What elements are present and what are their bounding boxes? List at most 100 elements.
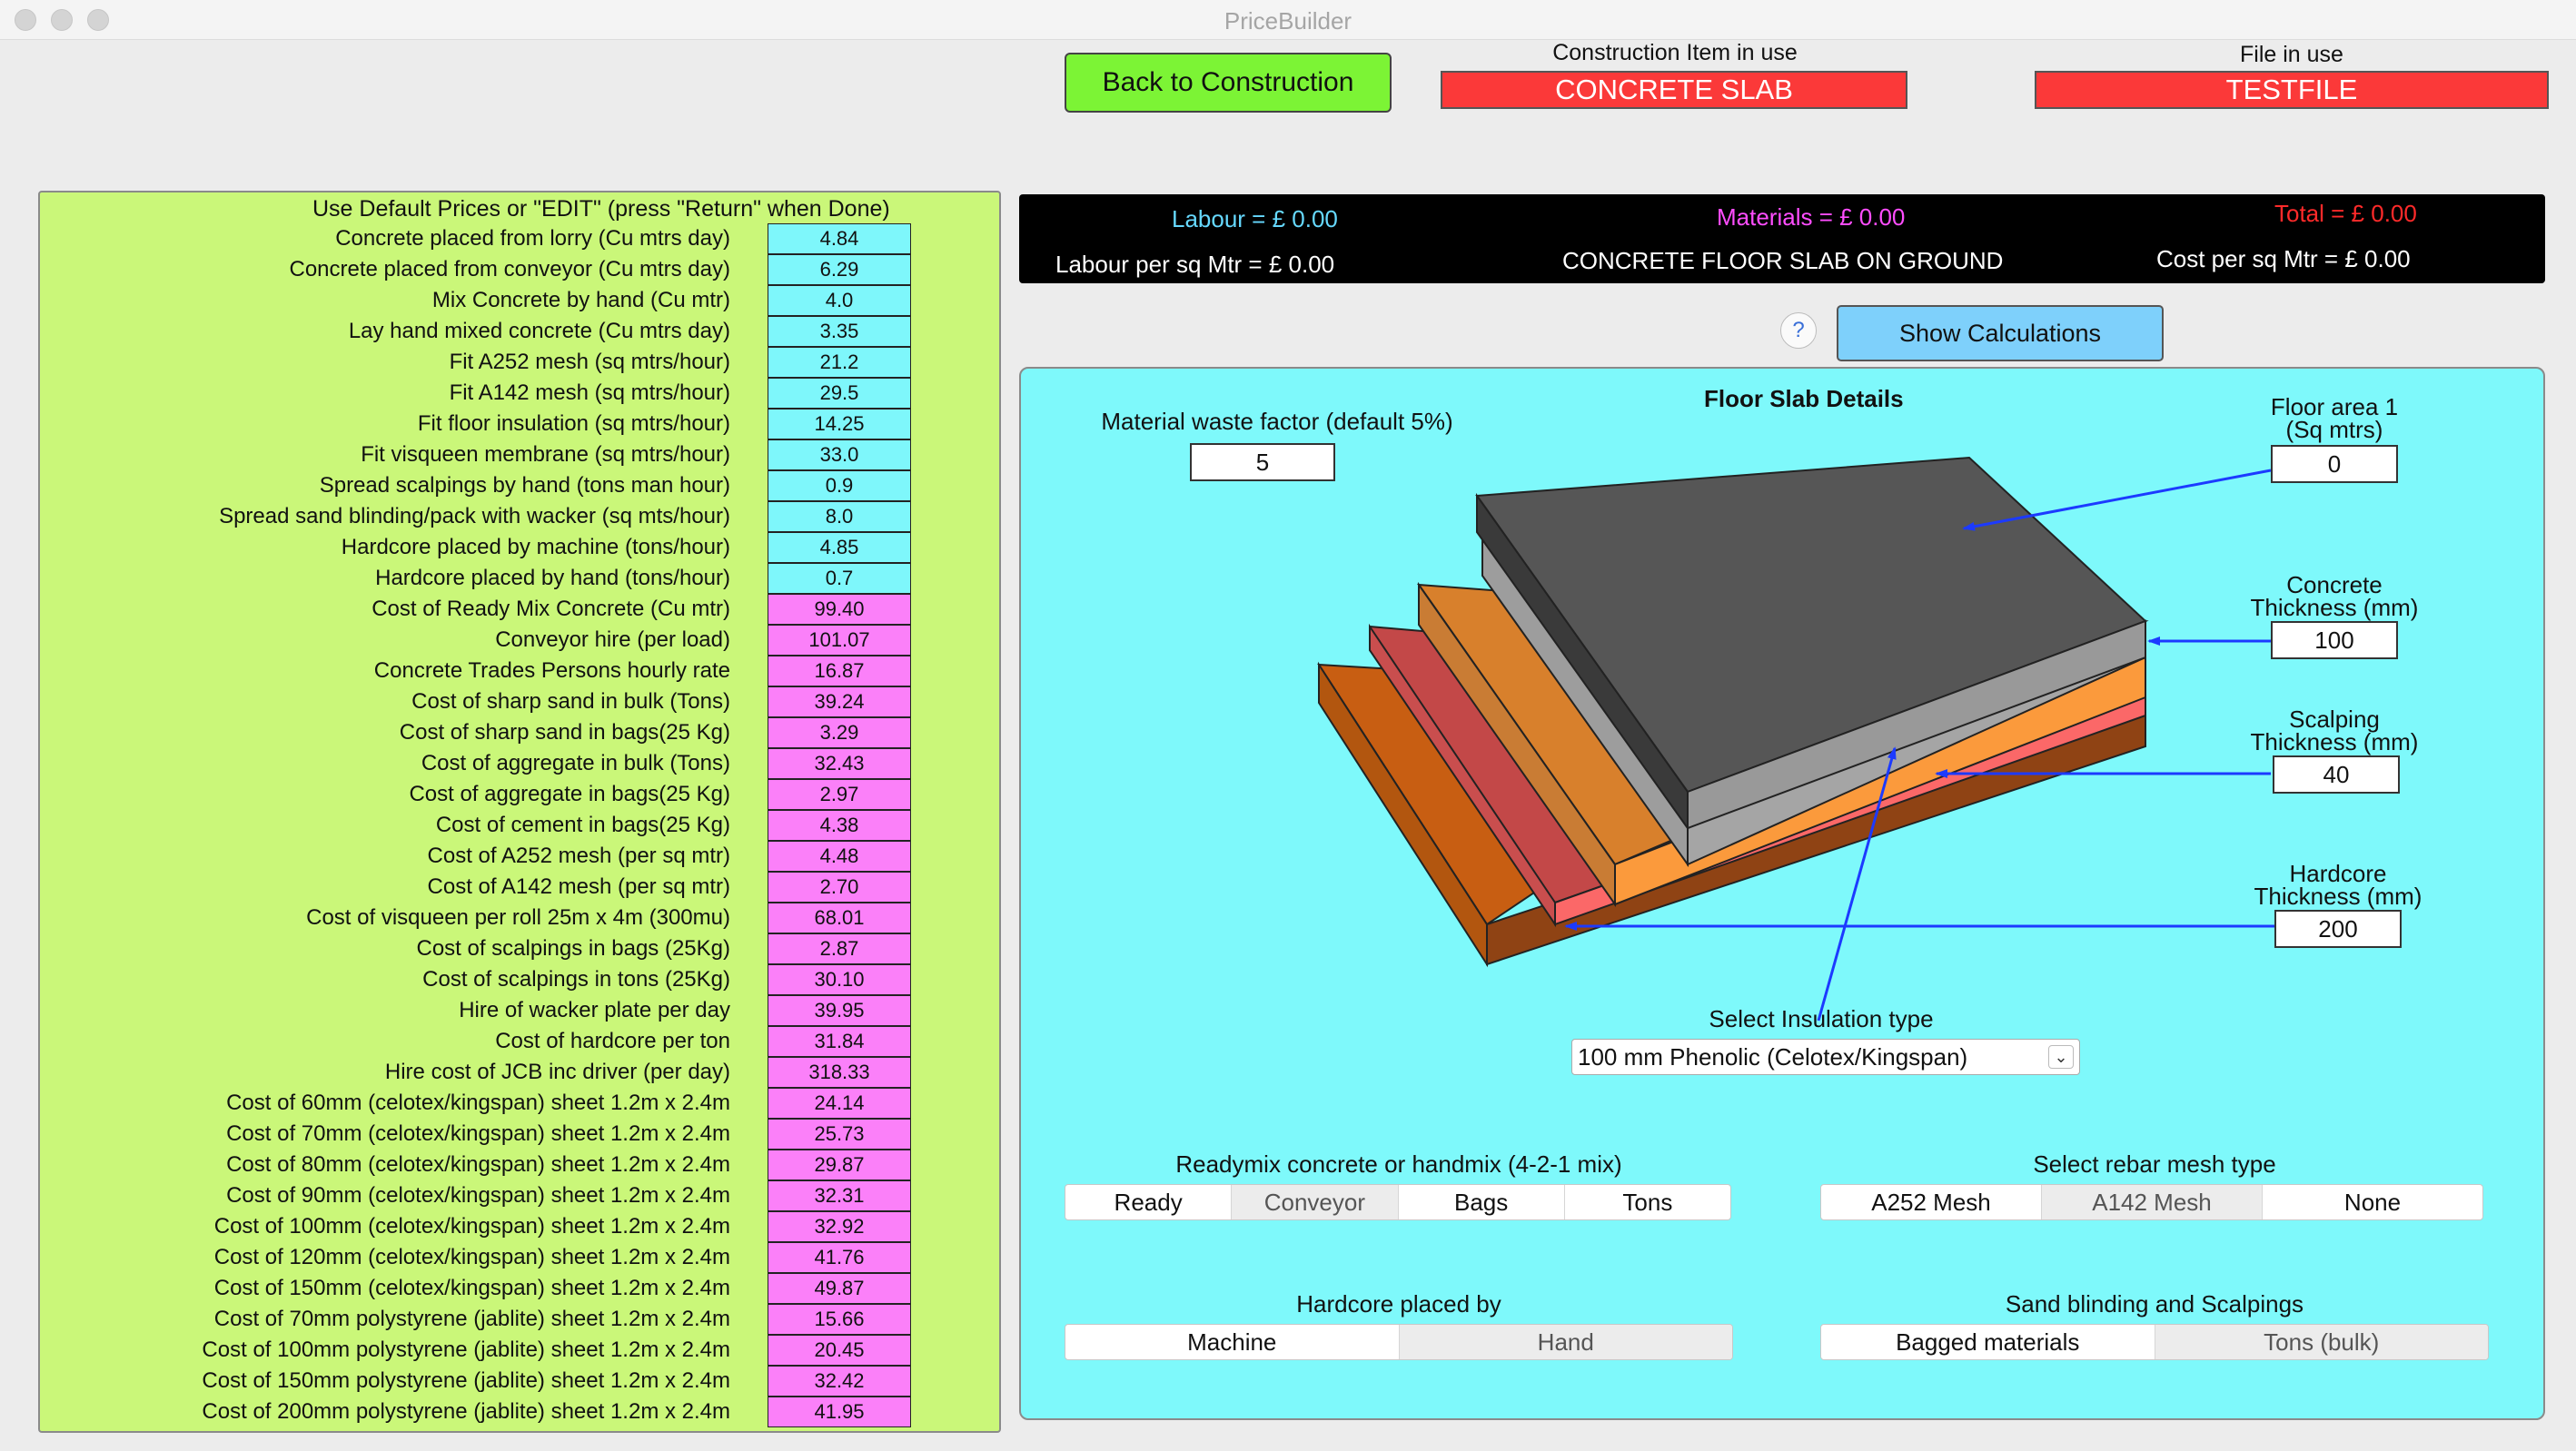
price-value-input[interactable]: 29.87 <box>768 1150 911 1180</box>
price-value-input[interactable]: 24.14 <box>768 1088 911 1119</box>
sand-option-tons-bulk[interactable]: Tons (bulk) <box>2155 1325 2488 1359</box>
price-value-input[interactable]: 20.45 <box>768 1335 911 1366</box>
price-label: Cost of 120mm (celotex/kingspan) sheet 1… <box>213 1245 730 1269</box>
prices-header: Use Default Prices or "EDIT" (press "Ret… <box>312 196 890 222</box>
price-value-input[interactable]: 32.92 <box>768 1211 911 1242</box>
price-row: Cost of 80mm (celotex/kingspan) sheet 1.… <box>40 1150 1003 1180</box>
price-row: Cost of cement in bags(25 Kg)4.38 <box>40 810 1003 841</box>
question-mark-glyph: ? <box>1792 318 1805 342</box>
help-icon[interactable]: ? <box>1780 312 1817 349</box>
price-value-input[interactable]: 99.40 <box>768 594 911 625</box>
price-value-input[interactable]: 3.35 <box>768 316 911 347</box>
price-value-input[interactable]: 49.87 <box>768 1273 911 1304</box>
price-label: Cost of 90mm (celotex/kingspan) sheet 1.… <box>226 1183 730 1208</box>
price-value-input[interactable]: 41.76 <box>768 1242 911 1273</box>
price-value-input[interactable]: 2.70 <box>768 872 911 903</box>
rebar-option-a142[interactable]: A142 Mesh <box>2042 1185 2263 1219</box>
price-label: Cost of aggregate in bags(25 Kg) <box>409 782 730 806</box>
price-label: Cost of visqueen per roll 25m x 4m (300m… <box>306 905 730 930</box>
price-value-input[interactable]: 29.5 <box>768 378 911 409</box>
waste-factor-input[interactable]: 5 <box>1190 443 1335 481</box>
price-value-input[interactable]: 3.29 <box>768 717 911 748</box>
concrete-thickness-input[interactable]: 100 <box>2271 621 2398 659</box>
price-label: Cost of 100mm polystyrene (jablite) shee… <box>202 1337 730 1362</box>
rebar-option-none[interactable]: None <box>2343 1188 2402 1216</box>
file-in-use-value: TESTFILE <box>2035 71 2549 109</box>
price-value-input[interactable]: 25.73 <box>768 1119 911 1150</box>
price-value-input[interactable]: 30.10 <box>768 964 911 995</box>
price-value-input[interactable]: 32.43 <box>768 748 911 779</box>
price-value-input[interactable]: 39.24 <box>768 686 911 717</box>
price-label: Cost of A252 mesh (per sq mtr) <box>427 844 730 868</box>
floor-area-label-line1: Floor area 1 <box>2270 393 2399 420</box>
hardcore-option-machine[interactable]: Machine <box>1065 1325 1400 1359</box>
mix-option-conveyor[interactable]: Conveyor <box>1232 1185 1399 1219</box>
sand-blinding-segmented: Bagged materials Tons (bulk) <box>1820 1324 2489 1360</box>
insulation-type-label: Select Insulation type <box>1709 1005 1934 1032</box>
materials-total: Materials = £ 0.00 <box>1717 203 1906 231</box>
price-value-input[interactable]: 318.33 <box>768 1057 911 1088</box>
price-value-input[interactable]: 6.29 <box>768 254 911 285</box>
minimize-window-icon[interactable] <box>51 9 73 31</box>
price-value-input[interactable]: 41.95 <box>768 1397 911 1427</box>
price-value-input[interactable]: 4.85 <box>768 532 911 563</box>
price-value-input[interactable]: 4.0 <box>768 285 911 316</box>
waste-factor-label: Material waste factor (default 5%) <box>1101 408 1453 435</box>
price-row: Fit A142 mesh (sq mtrs/hour) 29.5 <box>40 378 1003 409</box>
price-label: Spread sand blinding/pack with wacker (s… <box>219 504 730 528</box>
price-label: Fit visqueen membrane (sq mtrs/hour) <box>361 442 730 467</box>
price-row: Hire cost of JCB inc driver (per day)318… <box>40 1057 1003 1088</box>
price-label: Cost of sharp sand in bags(25 Kg) <box>399 720 730 745</box>
sand-option-bagged[interactable]: Bagged materials <box>1821 1325 2155 1359</box>
mix-option-tons[interactable]: Tons <box>1622 1188 1673 1216</box>
rebar-option-a252[interactable]: A252 Mesh <box>1821 1185 2042 1219</box>
window-title: PriceBuilder <box>1224 7 1352 35</box>
price-value-input[interactable]: 39.95 <box>768 995 911 1026</box>
insulation-type-select[interactable]: 100 mm Phenolic (Celotex/Kingspan) ⌄ <box>1571 1039 2080 1075</box>
summary-title: CONCRETE FLOOR SLAB ON GROUND <box>1562 247 2004 274</box>
price-value-input[interactable]: 8.0 <box>768 501 911 532</box>
zoom-window-icon[interactable] <box>87 9 109 31</box>
mix-option-ready[interactable]: Ready <box>1065 1185 1233 1219</box>
labour-total: Labour = £ 0.00 <box>1172 205 1338 232</box>
price-label: Cost of Ready Mix Concrete (Cu mtr) <box>372 597 730 621</box>
price-value-input[interactable]: 21.2 <box>768 347 911 378</box>
price-value-input[interactable]: 0.7 <box>768 563 911 594</box>
price-row: Cost of 100mm (celotex/kingspan) sheet 1… <box>40 1211 1003 1242</box>
back-to-construction-button[interactable]: Back to Construction <box>1065 53 1392 113</box>
floor-area-label-line2: (Sq mtrs) <box>2285 416 2383 443</box>
show-calculations-button[interactable]: Show Calculations <box>1837 305 2164 361</box>
scalping-thickness-input[interactable]: 40 <box>2273 755 2400 794</box>
mix-option-bags[interactable]: Bags <box>1399 1185 1565 1219</box>
title-bar: PriceBuilder <box>0 0 2576 40</box>
price-row: Cost of sharp sand in bulk (Tons)39.24 <box>40 686 1003 717</box>
price-value-input[interactable]: 31.84 <box>768 1026 911 1057</box>
price-row: Cost of A142 mesh (per sq mtr)2.70 <box>40 872 1003 903</box>
price-value-input[interactable]: 0.9 <box>768 470 911 501</box>
floor-area-input[interactable]: 0 <box>2271 445 2398 483</box>
price-value-input[interactable]: 68.01 <box>768 903 911 933</box>
price-value-input[interactable]: 15.66 <box>768 1304 911 1335</box>
price-row: Cost of Ready Mix Concrete (Cu mtr) 99.40 <box>40 594 1003 625</box>
price-row: Cost of 70mm polystyrene (jablite) sheet… <box>40 1304 1003 1335</box>
price-value-input[interactable]: 16.87 <box>768 656 911 686</box>
price-value-input[interactable]: 2.87 <box>768 933 911 964</box>
close-window-icon[interactable] <box>15 9 36 31</box>
price-label: Fit A142 mesh (sq mtrs/hour) <box>449 380 730 405</box>
price-label: Cost of 70mm (celotex/kingspan) sheet 1.… <box>226 1121 730 1146</box>
price-value-input[interactable]: 32.31 <box>768 1180 911 1211</box>
price-value-input[interactable]: 4.38 <box>768 810 911 841</box>
price-value-input[interactable]: 14.25 <box>768 409 911 439</box>
hardcore-thickness-label-line1: Hardcore <box>2289 860 2387 887</box>
price-value-input[interactable]: 33.0 <box>768 439 911 470</box>
price-row: Lay hand mixed concrete (Cu mtrs day)3.3… <box>40 316 1003 347</box>
price-value-input[interactable]: 4.48 <box>768 841 911 872</box>
construction-item-value: CONCRETE SLAB <box>1441 71 1907 109</box>
price-value-input[interactable]: 4.84 <box>768 223 911 254</box>
price-value-input[interactable]: 101.07 <box>768 625 911 656</box>
hardcore-thickness-input[interactable]: 200 <box>2274 910 2402 948</box>
price-row: Cost of A252 mesh (per sq mtr) 4.48 <box>40 841 1003 872</box>
hardcore-option-hand[interactable]: Hand <box>1399 1325 1732 1359</box>
price-value-input[interactable]: 2.97 <box>768 779 911 810</box>
price-value-input[interactable]: 32.42 <box>768 1366 911 1397</box>
